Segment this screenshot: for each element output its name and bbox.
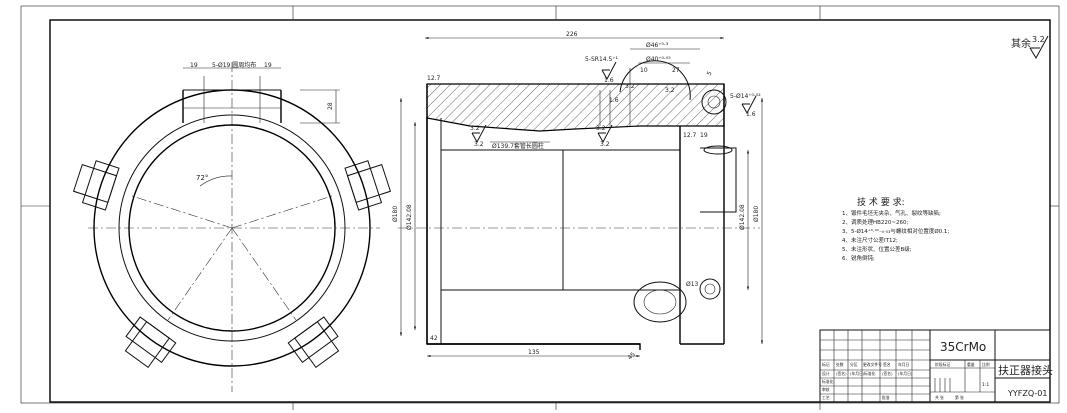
svg-text:Ø139.7套管长圆柱: Ø139.7套管长圆柱 xyxy=(492,142,544,150)
technical-requirements: 技 术 要 求: 1、锻件毛坯无夹杂、气孔、裂纹等缺陷; 2、调质处理HB220… xyxy=(842,196,949,262)
svg-text:Ø13: Ø13 xyxy=(686,281,699,288)
svg-text:28: 28 xyxy=(327,102,334,110)
drawing-number: YYFZQ-01 xyxy=(1007,389,1047,398)
svg-text:5-Ø19 圆周均布: 5-Ø19 圆周均布 xyxy=(212,61,256,69)
svg-text:135: 135 xyxy=(528,349,540,356)
svg-text:1.6: 1.6 xyxy=(609,97,619,104)
svg-text:3、5-Ø14⁺⁰·⁰²₋₀·₀₃与螺纹相对位置度Ø0.1;: 3、5-Ø14⁺⁰·⁰²₋₀·₀₃与螺纹相对位置度Ø0.1; xyxy=(842,227,949,235)
svg-text:5-Ø14⁺⁰·⁰²: 5-Ø14⁺⁰·⁰² xyxy=(730,93,761,100)
svg-text:3.2: 3.2 xyxy=(1032,35,1045,44)
angle-label: 72° xyxy=(196,174,208,182)
svg-text:3.2: 3.2 xyxy=(665,87,675,94)
svg-text:45: 45 xyxy=(626,351,636,361)
svg-text:Ø142.08: Ø142.08 xyxy=(739,204,746,230)
svg-text:3.2: 3.2 xyxy=(625,83,635,90)
part-name: 扶正器接头 xyxy=(998,363,1053,377)
svg-text:批准: 批准 xyxy=(882,395,890,400)
svg-text:(签名): (签名) xyxy=(836,371,847,376)
svg-text:3.2: 3.2 xyxy=(600,141,610,148)
rough-remaining-mark: 其余 3.2 xyxy=(1011,35,1049,60)
svg-text:设计: 设计 xyxy=(822,371,830,376)
end-view: 72° 19 5-Ø19 圆周均布 19 28 xyxy=(72,61,392,392)
svg-text:Ø180: Ø180 xyxy=(753,206,760,222)
svg-text:226: 226 xyxy=(566,31,578,38)
svg-text:12.7: 12.7 xyxy=(683,132,697,139)
svg-text:19: 19 xyxy=(190,62,198,69)
svg-text:27: 27 xyxy=(672,67,680,74)
svg-text:42: 42 xyxy=(430,335,438,342)
svg-text:年月日: 年月日 xyxy=(898,362,910,367)
svg-text:4、未注尺寸公差IT12;: 4、未注尺寸公差IT12; xyxy=(842,236,898,244)
svg-text:2、调质处理HB220~260;: 2、调质处理HB220~260; xyxy=(842,218,909,226)
svg-text:1.6: 1.6 xyxy=(604,77,614,84)
svg-text:5、未注形状、位置公差B级;: 5、未注形状、位置公差B级; xyxy=(842,245,912,253)
svg-text:1.6: 1.6 xyxy=(746,111,756,118)
svg-text:6、锐角倒钝;: 6、锐角倒钝; xyxy=(842,254,875,262)
svg-text:5: 5 xyxy=(706,70,714,77)
requirements-title: 技 术 要 求: xyxy=(857,196,905,208)
svg-text:共 张: 共 张 xyxy=(935,395,944,400)
svg-text:3.2: 3.2 xyxy=(596,125,606,132)
material-label: 35CrMo xyxy=(940,340,986,354)
svg-text:Ø46⁺⁰·³: Ø46⁺⁰·³ xyxy=(646,42,669,49)
svg-text:3.2: 3.2 xyxy=(470,125,480,132)
svg-text:19: 19 xyxy=(700,132,708,139)
svg-text:1:1: 1:1 xyxy=(982,382,989,388)
svg-text:Ø40⁺⁰·⁰⁵: Ø40⁺⁰·⁰⁵ xyxy=(646,56,671,63)
svg-text:标准化: 标准化 xyxy=(822,379,834,384)
svg-text:3.2: 3.2 xyxy=(474,141,484,148)
svg-text:5-SR14.5⁺¹: 5-SR14.5⁺¹ xyxy=(585,56,618,63)
svg-text:更改文件号: 更改文件号 xyxy=(863,362,882,367)
svg-text:(签名): (签名) xyxy=(882,371,893,376)
svg-text:分区: 分区 xyxy=(850,362,858,367)
svg-text:工艺: 工艺 xyxy=(822,395,830,400)
svg-text:重量: 重量 xyxy=(967,362,975,367)
svg-text:阶段标记: 阶段标记 xyxy=(935,362,950,367)
svg-text:19: 19 xyxy=(264,62,272,69)
svg-text:(年月日): (年月日) xyxy=(898,371,913,376)
svg-text:第 张: 第 张 xyxy=(955,395,964,400)
svg-text:Ø142.08: Ø142.08 xyxy=(406,204,413,230)
title-block: 标记 处数 分区 更改文件号 签名 年月日 设计 标准化 审核 工艺 批准 (签… xyxy=(819,329,1053,403)
svg-text:签名: 签名 xyxy=(883,362,891,367)
svg-text:标准化: 标准化 xyxy=(864,371,876,376)
section-view: 226 Ø13 Ø180 Ø142.08 Ø142. xyxy=(392,31,764,361)
svg-text:(年月日): (年月日) xyxy=(850,371,865,376)
svg-text:审核: 审核 xyxy=(822,387,830,392)
svg-text:标记: 标记 xyxy=(822,362,830,367)
sheet-frame xyxy=(20,5,1060,410)
svg-text:Ø180: Ø180 xyxy=(392,206,399,222)
svg-text:其余: 其余 xyxy=(1011,37,1031,50)
svg-text:比例: 比例 xyxy=(982,362,990,367)
svg-text:12.7: 12.7 xyxy=(427,75,441,82)
svg-text:处数: 处数 xyxy=(836,362,844,367)
svg-text:1、锻件毛坯无夹杂、气孔、裂纹等缺陷;: 1、锻件毛坯无夹杂、气孔、裂纹等缺陷; xyxy=(842,209,941,217)
svg-text:10: 10 xyxy=(640,67,648,74)
